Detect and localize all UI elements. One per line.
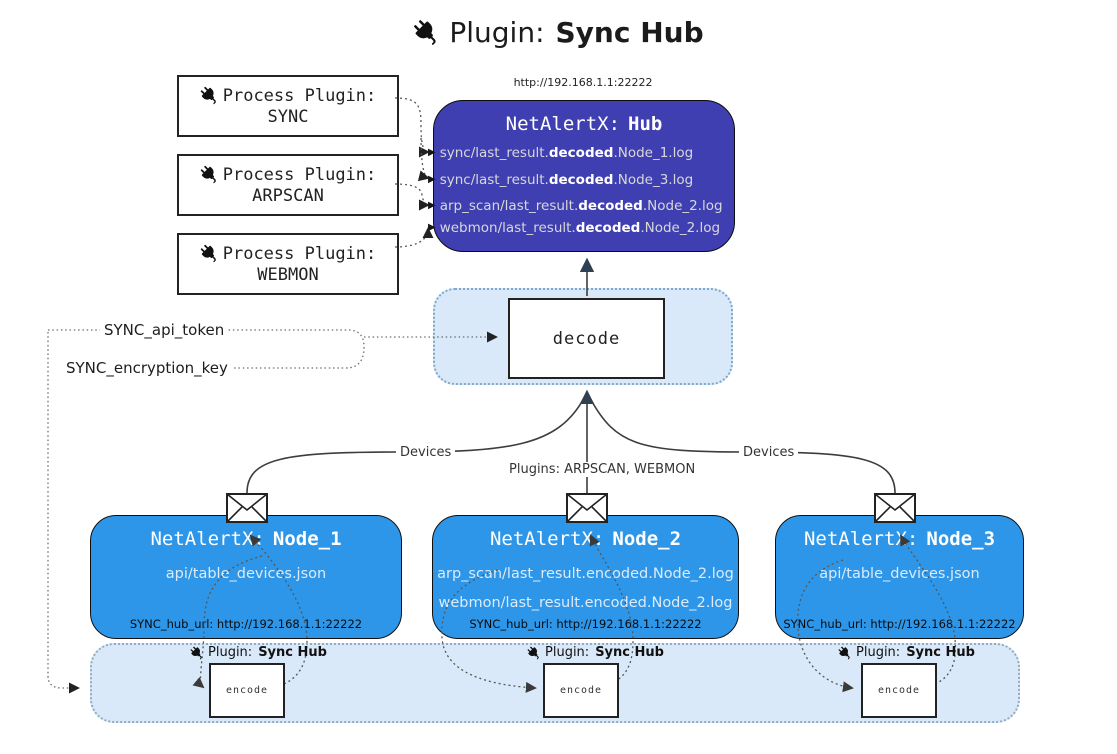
encoder-label: Plugin:Sync Hub <box>838 645 975 660</box>
node-title-name: Node_2 <box>612 528 682 550</box>
node-title-name: Node_3 <box>926 528 996 550</box>
process-plugin-label: Process Plugin: <box>222 85 377 106</box>
plug-icon <box>196 161 223 188</box>
edge-label-devices-left: Devices <box>396 445 456 460</box>
node-box-node2: NetAlertX: Node_2 arp_scan/last_result.en… <box>432 515 739 639</box>
node-files: api/table_devices.json <box>776 560 1023 589</box>
arrow-right-icon: ▶ <box>428 174 436 185</box>
node-file: api/table_devices.json <box>819 566 980 582</box>
edge-sync-to-log2 <box>417 137 430 182</box>
arrow-right-icon: ▶ <box>428 147 436 158</box>
hub-title-prefix: NetAlertX: <box>505 113 621 135</box>
config-label-encryption-key: SYNC_encryption_key <box>62 359 232 377</box>
envelope-icon <box>226 493 268 523</box>
process-plugin-label: Process Plugin: <box>222 243 377 264</box>
hub-title: NetAlertX: Hub <box>434 113 734 135</box>
process-plugin-name: ARPSCAN <box>252 185 324 206</box>
plug-icon <box>187 643 207 663</box>
node-file: api/table_devices.json <box>165 566 327 582</box>
hub-title-name: Hub <box>628 113 663 135</box>
hub-log-line: ▶ sync/last_result.decoded.Node_3.log <box>428 172 694 188</box>
edge-config-to-encoders <box>47 332 80 694</box>
encode-box: encode <box>209 663 285 718</box>
arrow-right-icon: ▶ <box>428 200 436 211</box>
node-title-prefix: NetAlertX: <box>803 528 919 550</box>
page-title-name: Sync Hub <box>555 16 704 49</box>
edge-arpscan-to-log3 <box>394 183 430 211</box>
envelope-icon <box>874 493 916 523</box>
node-title-name: Node_1 <box>272 528 342 550</box>
arrow-right-icon: ▶ <box>428 222 436 233</box>
hub-box: NetAlertX: Hub ▶ sync/last_result.decoded… <box>428 100 735 252</box>
page-title-prefix: Plugin: <box>449 16 545 49</box>
process-plugin-name: SYNC <box>267 106 309 127</box>
node-file: webmon/last_result.encoded.Node_2.log <box>438 595 733 611</box>
hub-log-line: ▶ webmon/last_result.decoded.Node_2.log <box>428 220 721 236</box>
process-plugin-label: Process Plugin: <box>222 164 377 185</box>
page-title: Plugin: Sync Hub <box>0 16 1117 49</box>
node-box-node3: NetAlertX:Node_3 api/table_devices.json … <box>775 515 1024 639</box>
decode-container: decode <box>433 288 733 385</box>
decode-box: decode <box>508 298 665 379</box>
node-hub-url: SYNC_hub_url: http://192.168.1.1:22222 <box>129 617 363 631</box>
process-plugin-name: WEBMON <box>257 264 319 285</box>
plug-icon <box>196 240 223 267</box>
process-plugin-box-sync: Process Plugin: SYNC <box>177 75 399 137</box>
edge-label-devices-right: Devices <box>739 445 799 460</box>
encoder-label: Plugin:Sync Hub <box>190 645 327 660</box>
process-plugin-box-arpscan: Process Plugin: ARPSCAN <box>177 154 399 216</box>
node-box-node1: NetAlertX:Node_1 api/table_devices.json … <box>90 515 402 639</box>
node-title-prefix: NetAlertX: <box>150 528 265 550</box>
process-plugin-box-webmon: Process Plugin: WEBMON <box>177 233 399 295</box>
encoder-label: Plugin:Sync Hub <box>527 645 664 660</box>
plug-icon <box>196 82 223 109</box>
hub-log-line: ▶ sync/last_result.decoded.Node_1.log <box>428 145 694 161</box>
node-title-prefix: NetAlertX: <box>489 528 605 550</box>
config-label-api-token: SYNC_api_token <box>100 321 229 339</box>
encode-box: encode <box>861 663 937 718</box>
hub-log-line: ▶ arp_scan/last_result.decoded.Node_2.lo… <box>428 198 723 214</box>
encode-box: encode <box>543 663 619 718</box>
edge-label-plugins: Plugins: ARPSCAN, WEBMON <box>505 462 700 477</box>
node-file: arp_scan/last_result.encoded.Node_2.log <box>437 566 734 582</box>
edge-sync-to-log1 <box>394 97 430 158</box>
edge-webmon-to-log4 <box>394 227 434 248</box>
hub-url-label: http://192.168.1.1:22222 <box>513 76 653 89</box>
plug-icon <box>524 643 544 663</box>
node-hub-url: SYNC_hub_url: http://192.168.1.1:22222 <box>469 617 702 631</box>
node-hub-url: SYNC_hub_url: http://192.168.1.1:22222 <box>783 617 1016 631</box>
plug-icon <box>835 643 855 663</box>
plug-icon <box>408 13 446 51</box>
node-files: api/table_devices.json <box>91 560 401 589</box>
node-files: arp_scan/last_result.encoded.Node_2.log … <box>433 560 738 618</box>
envelope-icon <box>566 493 608 523</box>
